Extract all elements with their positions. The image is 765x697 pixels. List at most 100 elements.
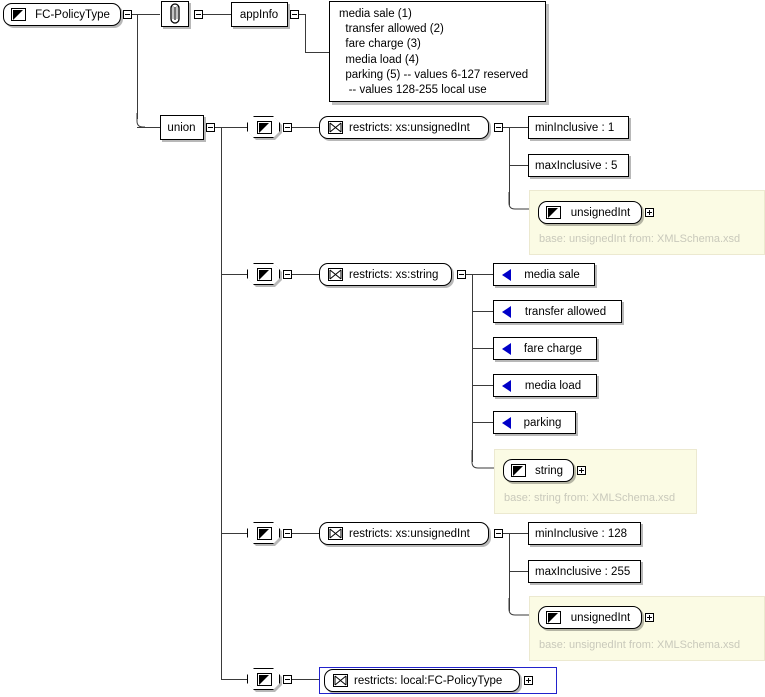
documentation-box: media sale (1) transfer allowed (2) fare…	[329, 1, 546, 102]
branch-1-facet-max-label: maxInclusive : 5	[535, 159, 618, 172]
branch-3-facet-max[interactable]: maxInclusive : 255	[528, 560, 641, 583]
connector-root-trunk-curve	[136, 113, 145, 128]
union-expander[interactable]	[206, 123, 215, 132]
branch-2-restricts-label: restricts: xs:string	[349, 268, 439, 281]
branch-1-facet-min[interactable]: minInclusive : 1	[528, 116, 629, 139]
simple-type-icon	[257, 268, 272, 281]
annotation-expander[interactable]	[194, 10, 203, 19]
branch-2-base-label: string	[534, 464, 564, 477]
branch-4-restricts-expander[interactable]	[524, 676, 533, 685]
simple-type-icon	[511, 464, 526, 477]
branch-3-base-label: unsignedInt	[570, 611, 631, 624]
branch-2-restricts-expander[interactable]	[457, 270, 466, 279]
branch-1-restricts-node[interactable]: restricts: xs:unsignedInt	[319, 116, 489, 139]
branch-1-base-node[interactable]: unsignedInt	[538, 201, 642, 224]
branch-1-restricts-expander[interactable]	[494, 123, 503, 132]
connector-branch-3-facet-spine	[509, 533, 510, 611]
connector-branch-2-enum-5	[472, 422, 493, 423]
connector-spine-to-branch-3	[221, 533, 247, 534]
branch-1-base-panel: base: unsignedInt from: XMLSchema.xsd	[529, 190, 765, 255]
documentation-line: fare charge (3)	[339, 38, 421, 51]
union-node[interactable]: union	[160, 115, 204, 140]
branch-3-simple-type-expander[interactable]	[283, 529, 292, 538]
enumeration-marker-icon	[502, 305, 511, 318]
connector-branch-2-enum-3	[472, 348, 493, 349]
restriction-bowtie-icon	[328, 121, 343, 134]
documentation-line: transfer allowed (2)	[339, 23, 444, 36]
connector-root-to-annotation	[132, 14, 160, 15]
union-label: union	[167, 121, 196, 134]
connector-annotation-to-appinfo	[203, 14, 231, 15]
branch-2-restricts-node[interactable]: restricts: xs:string	[319, 263, 452, 286]
simple-type-icon	[257, 673, 272, 686]
branch-1-simple-type-node[interactable]	[247, 116, 280, 138]
branch-1-simple-type-expander[interactable]	[283, 123, 292, 132]
branch-1-facet-max[interactable]: maxInclusive : 5	[528, 154, 629, 177]
root-type-node[interactable]: FC-PolicyType	[3, 3, 121, 26]
branch-4-restricts-node[interactable]: restricts: local:FC-PolicyType	[324, 669, 520, 692]
branch-3-restricts-label: restricts: xs:unsignedInt	[349, 527, 470, 540]
connector-branch-2-enum-spine	[472, 274, 473, 462]
branch-1-base-expander[interactable]	[645, 208, 654, 217]
documentation-line: media load (4)	[339, 53, 419, 66]
branch-2-enum-5-label: parking	[523, 416, 562, 429]
simple-type-icon	[257, 121, 272, 134]
branch-4-selection-box	[319, 667, 557, 694]
appinfo-expander[interactable]	[290, 10, 299, 19]
branch-1-base-caption: base: unsignedInt from: XMLSchema.xsd	[539, 233, 741, 245]
restriction-bowtie-icon	[328, 527, 343, 540]
restriction-bowtie-icon	[328, 268, 343, 281]
branch-1-base-label: unsignedInt	[570, 206, 631, 219]
branch-3-restricts-node[interactable]: restricts: xs:unsignedInt	[319, 522, 489, 545]
branch-2-base-caption: base: string from: XMLSchema.xsd	[504, 492, 676, 504]
connector-branch-2-base-curve	[471, 450, 494, 469]
branch-4-simple-type-node[interactable]	[247, 668, 280, 690]
branch-3-restricts-expander[interactable]	[494, 529, 503, 538]
enumeration-marker-icon	[502, 268, 511, 281]
connector-branch-3-facet-spine-start	[503, 533, 529, 534]
branch-4-simple-type-expander[interactable]	[283, 675, 292, 684]
branch-2-enum-4[interactable]: media load	[493, 374, 597, 397]
root-expander[interactable]	[123, 10, 132, 19]
connector-branch-1-facet-spine	[509, 127, 510, 205]
connector-root-trunk-to-union	[137, 127, 160, 128]
branch-2-enum-3-label: fare charge	[523, 342, 583, 355]
root-type-label: FC-PolicyType	[35, 8, 110, 21]
documentation-line: parking (5) -- values 6-127 reserved	[339, 68, 529, 81]
branch-2-enum-4-label: media load	[524, 379, 582, 392]
connector-branch-2-enum-2	[472, 311, 493, 312]
simple-type-icon	[546, 611, 561, 624]
branch-3-simple-type-node[interactable]	[247, 522, 280, 544]
branch-2-enum-5[interactable]: parking	[493, 411, 576, 434]
enumeration-marker-icon	[502, 379, 511, 392]
simple-type-icon	[257, 527, 272, 540]
connector-spine-to-branch-4	[221, 679, 247, 680]
connector-branch-3-base-curve	[508, 598, 529, 616]
branch-2-simple-type-expander[interactable]	[283, 270, 292, 279]
branch-2-enum-3[interactable]: fare charge	[493, 337, 597, 360]
branch-2-base-expander[interactable]	[577, 466, 586, 475]
connector-union-spine	[221, 127, 222, 680]
branch-1-facet-min-label: minInclusive : 1	[535, 121, 615, 134]
branch-3-facet-min-label: minInclusive : 128	[535, 527, 628, 540]
branch-3-base-node[interactable]: unsignedInt	[538, 606, 642, 629]
branch-2-enum-1[interactable]: media sale	[493, 263, 595, 286]
appinfo-node[interactable]: appInfo	[231, 2, 288, 27]
branch-3-facet-min[interactable]: minInclusive : 128	[528, 522, 641, 545]
connector-branch-1-facet-2	[509, 165, 529, 166]
branch-2-base-node[interactable]: string	[503, 459, 574, 482]
simple-type-icon	[11, 8, 26, 21]
branch-4-restricts-label: restricts: local:FC-PolicyType	[354, 674, 503, 687]
restriction-bowtie-icon	[333, 674, 348, 687]
documentation-line: -- values 128-255 local use	[339, 84, 487, 97]
branch-3-base-expander[interactable]	[645, 613, 654, 622]
annotation-node[interactable]	[161, 1, 189, 27]
connector-branch-2-enum-spine-start	[466, 274, 493, 275]
connector-root-trunk	[137, 14, 138, 119]
branch-2-enum-2[interactable]: transfer allowed	[493, 300, 622, 323]
connector-branch-2-enum-4	[472, 385, 493, 386]
branch-2-simple-type-node[interactable]	[247, 263, 280, 285]
connector-spine-to-branch-2	[221, 274, 247, 275]
branch-3-base-caption: base: unsignedInt from: XMLSchema.xsd	[539, 639, 741, 651]
